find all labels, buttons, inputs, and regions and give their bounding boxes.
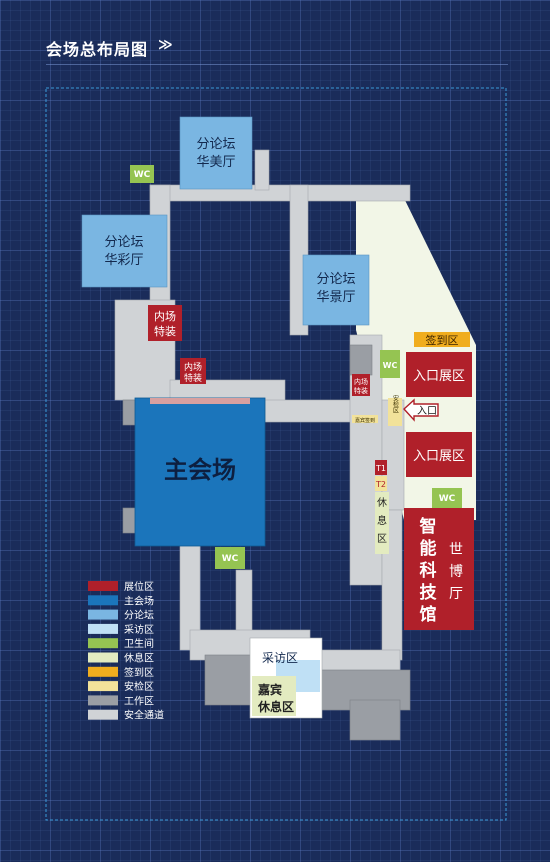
- wc-4: [215, 547, 245, 569]
- work-area-north-spine: [349, 344, 373, 376]
- smart-hall-char-2: 能: [420, 538, 437, 559]
- security-area: [388, 398, 402, 426]
- vip-lounge-label-1: 嘉宾: [257, 682, 282, 697]
- legend-label: 卫生间: [124, 637, 154, 650]
- inner-special-1-label-1: 内场: [154, 309, 176, 323]
- legend-swatch: [88, 623, 118, 634]
- t1-label: T1: [375, 464, 386, 473]
- lounge-vertical: [375, 492, 389, 554]
- corridor-east: [264, 399, 361, 423]
- legend-label: 工作区: [124, 695, 154, 707]
- legend-label: 安全通道: [124, 709, 164, 722]
- forum-huacai-room: [81, 214, 168, 288]
- lounge-char-3: 区: [377, 533, 387, 545]
- wc-3: [432, 488, 462, 508]
- expo-hall-char-1: 世: [449, 542, 463, 558]
- page-title: 会场总布局图: [46, 40, 149, 59]
- wc-2-label: WC: [383, 361, 398, 370]
- inner-special-2: [180, 358, 206, 384]
- inner-special-1-label-2: 特装: [154, 324, 176, 338]
- main-hall-label: 主会场: [164, 456, 236, 484]
- map-frame: [45, 87, 507, 821]
- forum-huajing-label-1: 分论坛: [316, 272, 355, 287]
- smart-tech-hall: [404, 508, 474, 630]
- entrance-exhibit-2-label: 入口展区: [413, 449, 465, 464]
- t1-booth: [375, 460, 387, 475]
- signin-label: 签到区: [426, 333, 459, 347]
- inner-special-1: [148, 305, 182, 341]
- lounge-char-1: 休: [377, 497, 387, 509]
- inner-special-2-label-1: 内场: [184, 361, 202, 373]
- forum-huamei-label-1: 分论坛: [196, 137, 235, 152]
- t2-booth: [375, 476, 387, 491]
- forum-huacai-label-2: 华彩厅: [104, 253, 143, 268]
- legend-label: 签到区: [124, 666, 154, 679]
- interview-label: 采访区: [262, 651, 298, 665]
- legend-label: 采访区: [124, 624, 154, 636]
- wc-2: [380, 350, 400, 378]
- t2-label: T2: [375, 480, 386, 489]
- legend-label: 休息区: [124, 652, 154, 665]
- security-label: 安检区: [392, 394, 399, 413]
- expo-hall-char-3: 厅: [449, 586, 463, 602]
- legend-label: 展位区: [124, 580, 154, 593]
- forum-huamei-label-2: 华美厅: [196, 155, 235, 170]
- legend-label: 分论坛: [124, 609, 154, 622]
- entrance-arrow-icon: [403, 398, 439, 422]
- legend-swatch: [88, 595, 118, 606]
- main-hall-booth-strip: [150, 398, 250, 404]
- security-small-area: [352, 415, 378, 423]
- forum-huajing-label-2: 华景厅: [316, 290, 355, 305]
- lounge-char-2: 息: [377, 514, 387, 527]
- smart-hall-char-4: 技: [420, 582, 438, 603]
- wc-1: [130, 165, 154, 183]
- entrance-exhibit-1: [406, 352, 472, 397]
- forum-huacai-label-1: 分论坛: [104, 235, 143, 250]
- double-chevron-right-icon: ≫: [158, 37, 173, 53]
- legend-swatch: [88, 681, 118, 692]
- inner-special-3-label-2: 特装: [354, 386, 368, 395]
- security-small-label: 嘉宾签到: [355, 417, 375, 424]
- wc-1-label: WC: [134, 170, 151, 180]
- legend-swatch: [88, 666, 118, 677]
- legend-label: 主会场: [124, 594, 154, 607]
- forum-huajing-room: [302, 254, 370, 326]
- corridor-north: [254, 149, 270, 191]
- entrance-exhibit-1-label: 入口展区: [413, 369, 465, 384]
- vip-lounge-area: [252, 676, 296, 716]
- title-divider: [46, 64, 508, 65]
- expo-hall-char-2: 博: [449, 563, 463, 580]
- legend-swatch: [88, 609, 118, 620]
- work-area-sw: [204, 654, 256, 706]
- wc-3-label: WC: [439, 494, 456, 504]
- main-hall-room: [134, 397, 266, 547]
- inner-special-2-label-2: 特装: [184, 372, 202, 384]
- entrance-label: 入口: [417, 406, 437, 417]
- legend-swatch: [88, 709, 118, 720]
- inner-special-3: [352, 374, 370, 396]
- wc-4-label: WC: [222, 554, 239, 564]
- work-area-se: [349, 699, 401, 741]
- entrance-exhibit-2: [406, 432, 472, 477]
- legend-swatch: [88, 581, 118, 591]
- inner-special-3-label-1: 内场: [354, 377, 368, 386]
- forum-huamei-room: [179, 116, 253, 190]
- smart-hall-char-5: 馆: [420, 604, 437, 625]
- legend-swatch: [88, 638, 118, 649]
- signin-area: [414, 332, 470, 347]
- legend-swatch: [88, 652, 118, 663]
- vip-lounge-label-2: 休息区: [257, 699, 294, 714]
- legend-swatch: [88, 695, 118, 706]
- smart-hall-char-3: 科: [420, 560, 437, 581]
- smart-hall-char-1: 智: [420, 516, 437, 537]
- legend-label: 安检区: [124, 680, 154, 693]
